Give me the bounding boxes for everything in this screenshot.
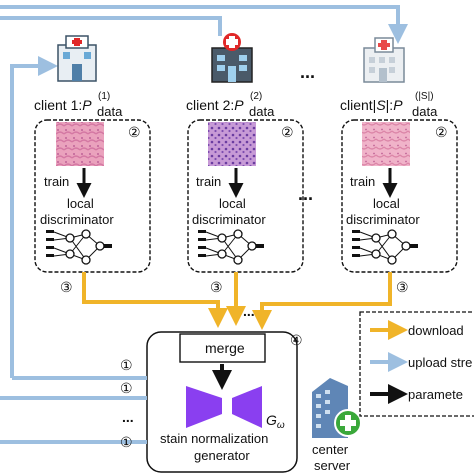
client-prefix-1: client 1: xyxy=(34,97,82,113)
discriminator-label-2: discriminator xyxy=(192,212,266,227)
local-label-1: local xyxy=(67,196,94,211)
center-label-1: center xyxy=(312,442,349,457)
neural-net-icon-3 xyxy=(352,229,418,265)
step-badge-2: ② xyxy=(281,124,294,140)
step-badge-2: ② xyxy=(435,124,448,140)
client-sub-1: data xyxy=(97,104,123,119)
step-badge-1: ① xyxy=(120,380,133,396)
client-prefix-3: client| xyxy=(340,97,376,113)
step-badge-3: ③ xyxy=(396,279,409,295)
client-sup-1: (1) xyxy=(98,91,110,102)
legend-upload: upload stre xyxy=(408,355,472,370)
generator-decoder xyxy=(232,386,262,428)
step-badge-2: ② xyxy=(128,124,141,140)
train-label-2: train xyxy=(196,174,221,189)
client-prefix-2: client 2: xyxy=(186,97,234,113)
upload-lines-bottom xyxy=(0,376,147,444)
upload-lines-top xyxy=(0,5,408,378)
tissue-image-2 xyxy=(208,122,256,166)
step-badge-1: ① xyxy=(120,434,133,450)
legend-parameter: paramete xyxy=(408,387,463,402)
client-sup-3: (|S|) xyxy=(415,91,434,102)
client-dist-2: P xyxy=(234,97,244,113)
generator-symbol: G xyxy=(266,412,277,428)
neural-net-icon-2 xyxy=(198,229,264,265)
train-label-1: train xyxy=(44,174,69,189)
svg-text:client 1:P: client 1:P xyxy=(34,97,92,113)
legend-download: download xyxy=(408,323,464,338)
client-sub-3: data xyxy=(412,104,438,119)
hospital-icon-2 xyxy=(211,33,253,83)
client-label-3: client|S|:P (|S|) data xyxy=(340,91,438,119)
client-sub-2: data xyxy=(249,104,275,119)
discriminator-label-1: discriminator xyxy=(40,212,114,227)
neural-net-icon-1 xyxy=(46,229,112,265)
svg-text:Gω: Gω xyxy=(266,412,285,431)
svg-text:client|S|:P: client|S|:P xyxy=(340,97,403,113)
client-mid-3: |: xyxy=(386,97,394,113)
train-label-3: train xyxy=(350,174,375,189)
discriminator-label-3: discriminator xyxy=(346,212,420,227)
download-arrows xyxy=(82,272,392,330)
client-panel-2: ② train local discriminator xyxy=(187,119,304,273)
client-label-2: client 2:P (2) data xyxy=(186,91,275,119)
ellipsis-middle: ... xyxy=(298,184,313,204)
tissue-image-3 xyxy=(362,122,410,166)
step-badge-3: ③ xyxy=(210,279,223,295)
hospital-icon-3 xyxy=(363,37,405,83)
client-panel-1: ② train local discriminator xyxy=(34,119,151,273)
step-badge-3: ③ xyxy=(60,279,73,295)
generator-sub: ω xyxy=(277,420,285,431)
client-panel-3: ② train local discriminator xyxy=(341,119,458,273)
legend: download upload stre paramete xyxy=(359,311,474,417)
ellipsis-bottom: ... xyxy=(122,409,134,425)
local-label-3: local xyxy=(373,196,400,211)
hospital-icon-1 xyxy=(57,35,97,82)
step-badge-4: ④ xyxy=(290,332,303,348)
merge-box xyxy=(179,333,266,363)
generator-encoder xyxy=(186,386,222,428)
client-set-3: S xyxy=(376,97,386,113)
client-label-1: client 1:P (1) data xyxy=(34,91,123,119)
ellipsis-top: ... xyxy=(300,62,315,82)
client-dist-1: P xyxy=(82,97,92,113)
merge-label: merge xyxy=(205,340,245,356)
local-label-2: local xyxy=(219,196,246,211)
client-sup-2: (2) xyxy=(250,91,262,102)
tissue-image-1 xyxy=(56,122,104,166)
center-label-2: server xyxy=(314,458,351,473)
ellipsis-lower: ... xyxy=(243,303,255,319)
generator-label-1: stain normalization xyxy=(160,431,268,446)
client-dist-3: P xyxy=(393,97,403,113)
svg-text:client 2:P: client 2:P xyxy=(186,97,244,113)
plus-icon xyxy=(334,409,362,437)
center-server-panel: merge ④ Gω stain normalization generator xyxy=(146,331,303,473)
generator-label-2: generator xyxy=(194,448,250,463)
step-badge-1: ① xyxy=(120,357,133,373)
